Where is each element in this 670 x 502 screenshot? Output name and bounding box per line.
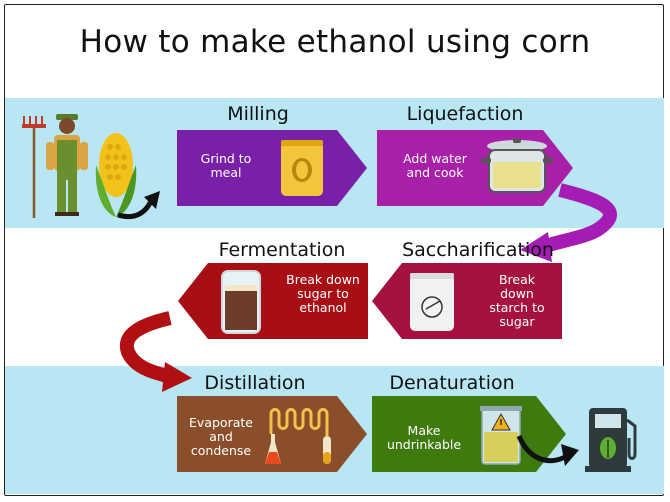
connector-arrow-head-1 [520, 232, 552, 262]
step-title-fermentation: Fermentation [218, 239, 346, 261]
step-text-fermentation: Break down sugar to ethanol [286, 272, 360, 315]
step-denaturation: Make undrinkable [372, 396, 566, 472]
fuel-pump-icon [585, 408, 637, 472]
step-distillation: Evaporate and condense [177, 396, 367, 472]
end-arrow [516, 434, 579, 466]
sugar-bag-icon [410, 273, 454, 331]
connector-arrow-head-2 [162, 362, 192, 392]
step-saccharification: Break down starch to sugar [372, 263, 562, 339]
beaker-icon [480, 406, 522, 465]
diagram-title: How to make ethanol using corn [79, 24, 591, 60]
step-title-distillation: Distillation [204, 372, 306, 394]
step-title-milling: Milling [227, 103, 289, 125]
step-title-liquefaction: Liquefaction [406, 103, 524, 125]
corn-icon [95, 133, 160, 220]
distillation-apparatus-icon [265, 408, 331, 464]
step-milling: Grind to meal [177, 130, 367, 206]
step-liquefaction: Add water and cook [377, 130, 573, 206]
step-text-milling: Grind to meal [200, 151, 252, 180]
connector-arrow-row1-row2 [542, 183, 617, 253]
farmer-icon [22, 114, 88, 218]
connector-arrow-row2-row3 [119, 311, 172, 383]
cooking-pot-icon [481, 138, 553, 193]
step-text-denaturation: Make undrinkable [386, 423, 462, 452]
glass-icon [221, 270, 261, 334]
diagram-frame [4, 4, 664, 496]
meal-bag-icon [281, 140, 323, 196]
step-text-liquefaction: Add water and cook [403, 151, 467, 180]
step-text-saccharification: Break down starch to sugar [489, 272, 545, 329]
step-fermentation: Break down sugar to ethanol [178, 263, 368, 339]
step-title-denaturation: Denaturation [389, 372, 515, 394]
step-text-distillation: Evaporate and condense [189, 415, 253, 458]
step-title-saccharification: Saccharification [402, 239, 554, 261]
